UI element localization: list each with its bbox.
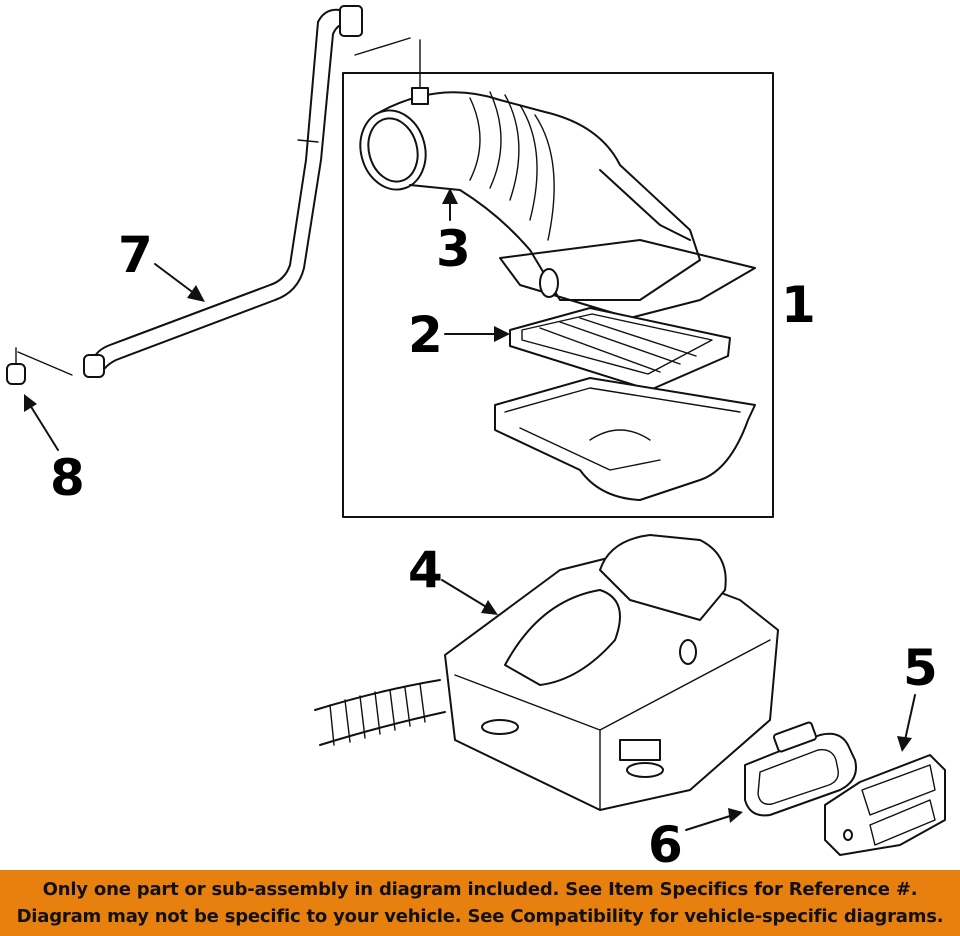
disclaimer-line-1: Only one part or sub-assembly in diagram… bbox=[42, 879, 918, 900]
callout-4: 4 bbox=[408, 541, 443, 599]
callout-6: 6 bbox=[648, 816, 683, 870]
disclaimer-line-2: Diagram may not be specific to your vehi… bbox=[16, 906, 944, 927]
callout-5: 5 bbox=[903, 639, 938, 697]
breather-hose bbox=[17, 5, 411, 378]
callout-2: 2 bbox=[408, 306, 443, 364]
callout-7: 7 bbox=[118, 226, 153, 284]
callout-8: 8 bbox=[50, 449, 85, 507]
callout-3: 3 bbox=[436, 220, 471, 278]
disclaimer-banner: Only one part or sub-assembly in diagram… bbox=[0, 870, 960, 936]
filter-element bbox=[509, 307, 731, 391]
intake-duct bbox=[359, 39, 756, 319]
lower-housing bbox=[494, 377, 756, 501]
callout-1: 1 bbox=[781, 276, 816, 334]
hose-clamp bbox=[6, 347, 26, 385]
bracket bbox=[824, 754, 946, 856]
air-cleaner-assembly bbox=[314, 534, 779, 811]
seal bbox=[744, 721, 857, 817]
parts-diagram: 1 2 3 4 5 6 7 8 bbox=[6, 5, 946, 870]
callout-arrows bbox=[24, 188, 916, 831]
